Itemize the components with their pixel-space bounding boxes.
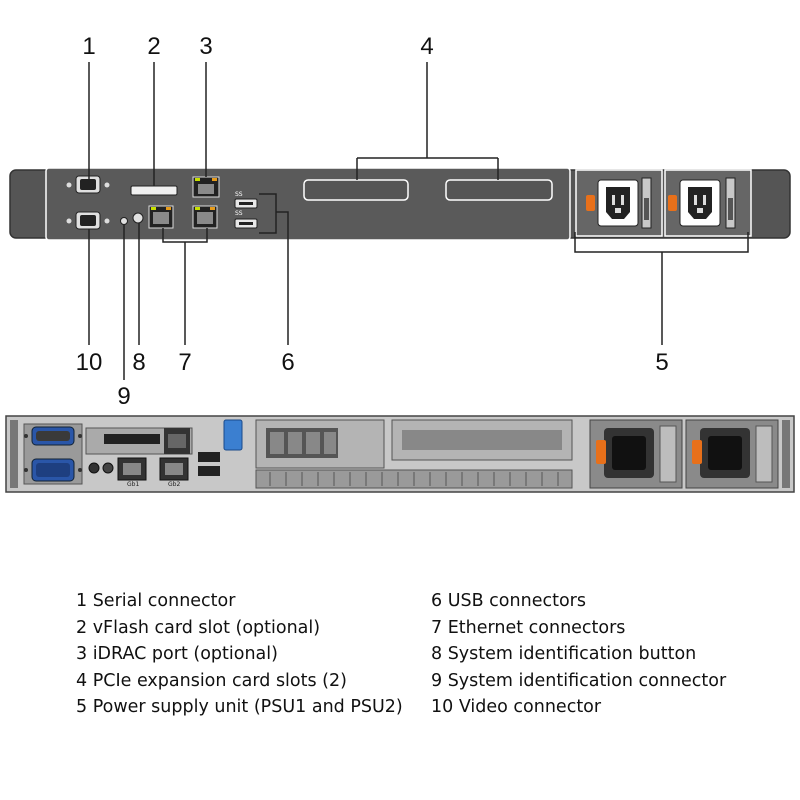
legend-item-serial-connector: 1 Serial connector	[76, 591, 236, 611]
vflash-slot-icon	[130, 185, 178, 196]
idrac-port-icon	[192, 176, 220, 198]
leader-line-7	[162, 228, 208, 345]
psu-icon	[589, 419, 683, 489]
usb-logo-label: SS	[235, 210, 243, 217]
callout-number-8: 8	[132, 349, 145, 376]
rear-view-photo: Gb1 Gb2	[5, 415, 795, 493]
usb-port-icon: SS	[234, 210, 258, 229]
usb-port-icon	[198, 452, 220, 462]
legend-item-psu: 5 Power supply unit (PSU1 and PSU2)	[76, 697, 403, 717]
legend-item-vflash-slot: 2 vFlash card slot (optional)	[76, 617, 321, 638]
legend-item-id-connector: 9 System identification connector	[431, 670, 727, 691]
callout-number-2: 2	[147, 33, 160, 60]
callout-numbers: 1 2 3 4 5 6 7 8 9 10	[76, 33, 669, 410]
gb2-label: Gb2	[168, 481, 180, 488]
usb-port-icon	[198, 466, 220, 476]
ethernet-port-icon	[192, 205, 218, 229]
id-button-icon	[102, 462, 114, 474]
callout-number-9: 9	[117, 383, 130, 410]
callout-number-6: 6	[281, 349, 294, 376]
ethernet-port-icon	[148, 205, 174, 229]
legend-item-ethernet-connectors: 7 Ethernet connectors	[431, 617, 626, 638]
schematic-panel: SS SS	[9, 167, 791, 241]
rack-latch-icon	[223, 419, 243, 451]
legend-left-column: 1 Serial connector 2 vFlash card slot (o…	[76, 588, 403, 721]
usb-port-icon: SS	[234, 191, 258, 209]
video-connector-icon	[66, 211, 110, 230]
vflash-slot-icon	[104, 434, 160, 444]
id-button-icon	[132, 212, 144, 224]
pcie-slot-outline	[445, 179, 553, 201]
legend-item-id-button: 8 System identification button	[431, 644, 697, 664]
usb-logo-label: SS	[235, 191, 243, 198]
psu-icon	[664, 169, 752, 237]
callout-number-4: 4	[420, 33, 433, 60]
callout-number-5: 5	[655, 349, 668, 376]
callout-number-1: 1	[82, 33, 95, 60]
id-connector-icon	[88, 462, 100, 474]
serial-connector-icon	[66, 175, 110, 194]
callout-number-10: 10	[76, 349, 103, 376]
pcie-slot-outline	[303, 179, 409, 201]
leader-line-4	[356, 62, 499, 180]
leader-line-6	[259, 193, 289, 345]
callout-number-7: 7	[178, 349, 191, 376]
legend-right-column: 6 USB connectors 7 Ethernet connectors 8…	[431, 588, 726, 721]
psu-icon	[575, 169, 663, 237]
gb1-label: Gb1	[127, 481, 139, 488]
psu-icon	[685, 419, 779, 489]
leader-lines	[88, 62, 749, 380]
legend-item-video-connector: 10 Video connector	[431, 697, 602, 717]
leader-line-5	[574, 232, 749, 345]
callout-number-3: 3	[199, 33, 212, 60]
legend-item-usb-connectors: 6 USB connectors	[431, 591, 586, 611]
legend-item-pcie-slots: 4 PCIe expansion card slots (2)	[76, 670, 347, 691]
id-connector-icon	[120, 217, 128, 225]
legend-item-idrac-port: 3 iDRAC port (optional)	[76, 644, 278, 664]
